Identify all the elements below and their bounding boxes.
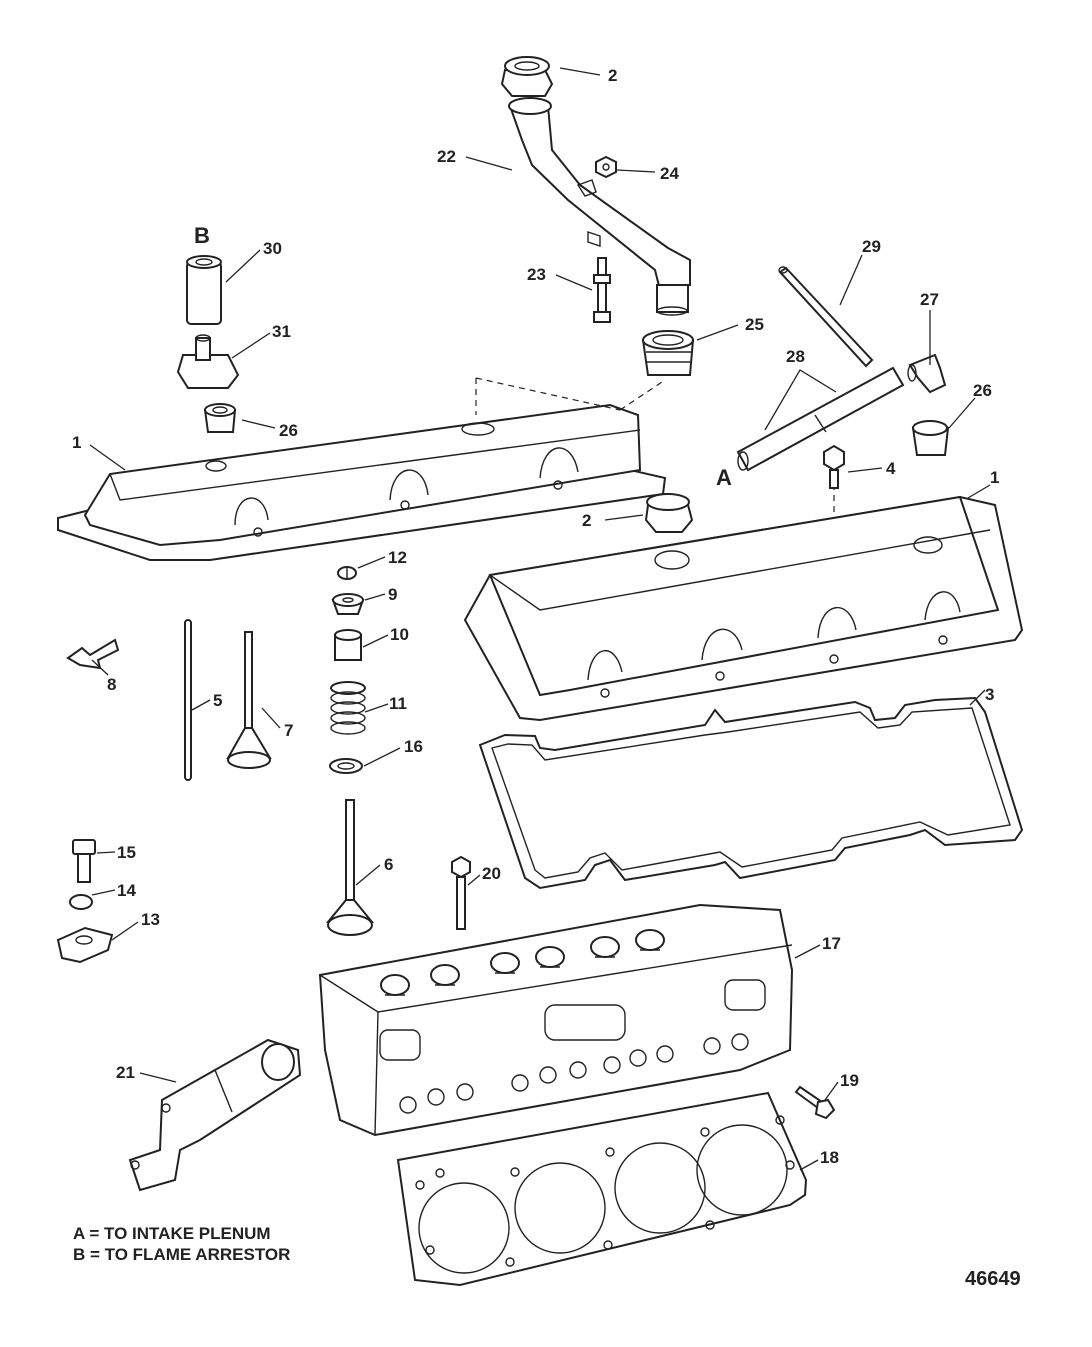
label-11: 11: [389, 694, 407, 713]
label-6: 6: [384, 855, 393, 874]
label-5: 5: [213, 691, 222, 710]
label-8: 8: [107, 675, 116, 694]
label-27: 27: [920, 290, 939, 309]
nut-24: [595, 155, 617, 179]
label-23: 23: [527, 265, 546, 284]
label-2-right: 2: [582, 511, 591, 530]
fill-tube: [508, 97, 691, 316]
label-14: 14: [117, 881, 136, 900]
rocker-13: [56, 926, 114, 964]
head-gasket-18: [396, 1091, 808, 1287]
hose-28: [736, 366, 905, 472]
label-22: 22: [437, 147, 456, 166]
label-12: 12: [388, 548, 407, 567]
oil-cap-right: [644, 493, 694, 533]
leader-lines: [89, 67, 991, 1171]
label-13: 13: [141, 910, 160, 929]
label-31: 31: [272, 322, 291, 341]
label-15: 15: [117, 843, 136, 862]
nut-14: [69, 894, 93, 910]
gasket-3: [478, 696, 1024, 890]
label-29: 29: [862, 237, 881, 256]
label-21: 21: [116, 1063, 135, 1082]
legend-line-b: B = TO FLAME ARRESTOR: [73, 1245, 290, 1264]
retainer-9: [331, 593, 365, 615]
label-20: 20: [482, 864, 501, 883]
label-4: 4: [886, 459, 896, 478]
label-9: 9: [388, 585, 397, 604]
label-1-right: 1: [990, 468, 999, 487]
label-16: 16: [404, 737, 423, 756]
oil-cap-top: [500, 56, 554, 97]
label-3: 3: [985, 685, 994, 704]
bracket-21: [128, 1038, 302, 1192]
seal-10: [334, 629, 362, 661]
label-18: 18: [820, 1148, 839, 1167]
hose-29: [778, 266, 874, 368]
grommet-26-left: [203, 403, 237, 433]
bolt-19: [794, 1085, 836, 1120]
hose-30: [186, 255, 222, 325]
marker-b: B: [194, 223, 210, 248]
valve-cover-left: [57, 403, 667, 561]
pushrod-5: [184, 619, 192, 781]
valve-cover-right: [463, 495, 1024, 722]
label-26-left: 26: [279, 421, 298, 440]
grommet-26-right: [911, 420, 950, 456]
figure-number: 46649: [965, 1268, 1021, 1290]
bolt-20: [451, 855, 471, 930]
label-25: 25: [745, 315, 764, 334]
label-2-top: 2: [608, 66, 617, 85]
stud-23: [593, 257, 611, 323]
elbow-27: [907, 353, 947, 394]
label-10: 10: [390, 625, 409, 644]
valve-6: [325, 799, 375, 936]
grommet-25: [641, 330, 695, 376]
fitting-31: [176, 334, 240, 389]
marker-a: A: [716, 465, 732, 490]
label-30: 30: [263, 239, 282, 258]
shim-16: [329, 758, 363, 774]
stud-15: [72, 839, 96, 883]
callout-labels: 2 22 24 23 25 30 31 26 1 29 27 28 26 4 2…: [72, 66, 999, 1167]
cylinder-head-17: [318, 903, 794, 1137]
bolt-4: [823, 444, 845, 489]
valve-7: [226, 631, 272, 769]
label-24: 24: [660, 164, 679, 183]
label-19: 19: [840, 1071, 859, 1090]
label-28: 28: [786, 347, 805, 366]
label-7: 7: [284, 721, 293, 740]
clip-8: [66, 638, 120, 670]
keepers-12: [337, 566, 357, 580]
label-1-left: 1: [72, 433, 81, 452]
legend: A = TO INTAKE PLENUM B = TO FLAME ARREST…: [73, 1224, 290, 1264]
label-26-right: 26: [973, 381, 992, 400]
spring-11: [330, 681, 366, 735]
legend-line-a: A = TO INTAKE PLENUM: [73, 1224, 271, 1243]
label-17: 17: [822, 934, 841, 953]
